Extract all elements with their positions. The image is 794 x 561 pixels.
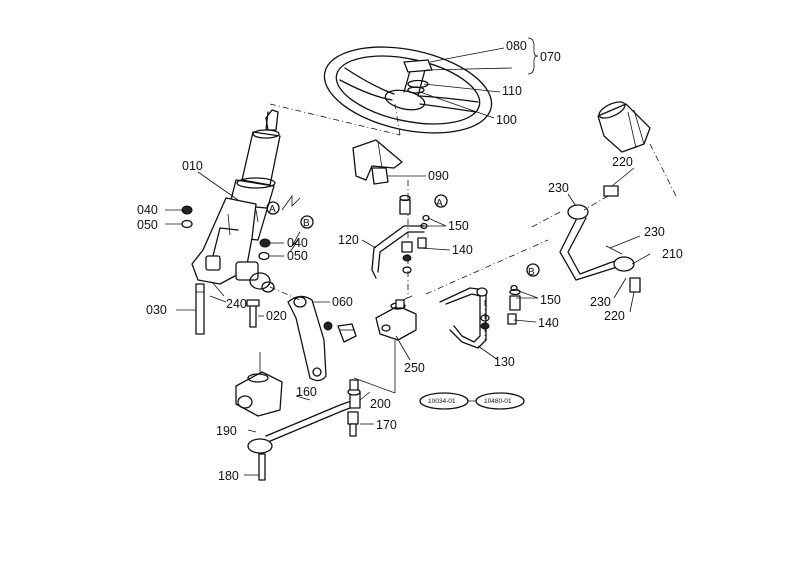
callout-200: 200 bbox=[370, 397, 391, 411]
steering-column bbox=[191, 109, 281, 293]
callout-090: 090 bbox=[428, 169, 449, 183]
callout-060: 060 bbox=[332, 295, 353, 309]
section-marker-b-left bbox=[289, 215, 314, 253]
callout-110: 110 bbox=[502, 84, 522, 98]
ref-b-left: B bbox=[303, 218, 310, 229]
callout-160: 160 bbox=[296, 385, 317, 399]
pipe-130 bbox=[439, 284, 521, 349]
callout-050-left: 050 bbox=[137, 218, 158, 232]
callout-100: 100 bbox=[496, 113, 517, 127]
reference-code-2: 10480-01 bbox=[484, 398, 512, 405]
callout-130: 130 bbox=[494, 355, 515, 369]
column-bolt bbox=[195, 283, 205, 335]
wheel-axis-line bbox=[394, 103, 401, 136]
callout-010: 010 bbox=[182, 159, 203, 173]
callout-080: 080 bbox=[506, 39, 527, 53]
column-cover bbox=[352, 139, 403, 185]
callout-120: 120 bbox=[338, 233, 359, 247]
bracket-070 bbox=[527, 37, 539, 75]
callout-150-lower: 150 bbox=[540, 293, 561, 307]
callout-040-right: 040 bbox=[287, 236, 308, 250]
pipe-link-line bbox=[425, 239, 549, 295]
callout-220-upper: 220 bbox=[612, 155, 633, 169]
callout-230-right: 230 bbox=[644, 225, 665, 239]
ref-a-right: A bbox=[436, 198, 443, 209]
ref-a-left: A bbox=[269, 204, 276, 215]
callout-250: 250 bbox=[404, 361, 425, 375]
callout-220-lower: 220 bbox=[604, 309, 625, 323]
callout-070: 070 bbox=[540, 50, 561, 64]
gear-box bbox=[235, 352, 283, 417]
nut-washer-right bbox=[258, 238, 271, 261]
pipe-120 bbox=[371, 194, 430, 279]
power-cylinder bbox=[597, 101, 677, 197]
callout-190: 190 bbox=[216, 424, 237, 438]
callout-050-right: 050 bbox=[287, 249, 308, 263]
callout-140-upper: 140 bbox=[452, 243, 473, 257]
leader-lines bbox=[165, 47, 651, 476]
wheel-centerline bbox=[269, 103, 401, 136]
callout-170: 170 bbox=[376, 418, 397, 432]
link-pin bbox=[349, 379, 359, 391]
tie-rod bbox=[559, 185, 641, 293]
ref-b-right: B bbox=[528, 267, 535, 278]
control-valve bbox=[375, 295, 417, 341]
callout-230-upper: 230 bbox=[548, 181, 569, 195]
callout-210: 210 bbox=[662, 247, 683, 261]
steering-wheel bbox=[323, 46, 493, 134]
callout-150-upper: 150 bbox=[448, 219, 469, 233]
reference-code-1: 10034-01 bbox=[428, 398, 456, 405]
section-marker-a-right bbox=[434, 194, 448, 208]
callout-230-lower: 230 bbox=[590, 295, 611, 309]
section-marker-b-right bbox=[526, 263, 540, 277]
callout-030: 030 bbox=[146, 303, 167, 317]
nut-washer-left bbox=[181, 205, 193, 229]
ball-joint-bolt bbox=[347, 411, 359, 437]
section-marker-a-left bbox=[266, 194, 301, 215]
callout-040-left: 040 bbox=[137, 203, 158, 217]
callout-240: 240 bbox=[226, 297, 247, 311]
callout-140-lower: 140 bbox=[538, 316, 559, 330]
pitman-arm bbox=[269, 286, 357, 382]
lower-bolt bbox=[258, 453, 266, 481]
callout-020: 020 bbox=[266, 309, 287, 323]
bolt-020 bbox=[246, 299, 260, 328]
tie-rod-link-line bbox=[529, 211, 561, 229]
callout-180: 180 bbox=[218, 469, 239, 483]
